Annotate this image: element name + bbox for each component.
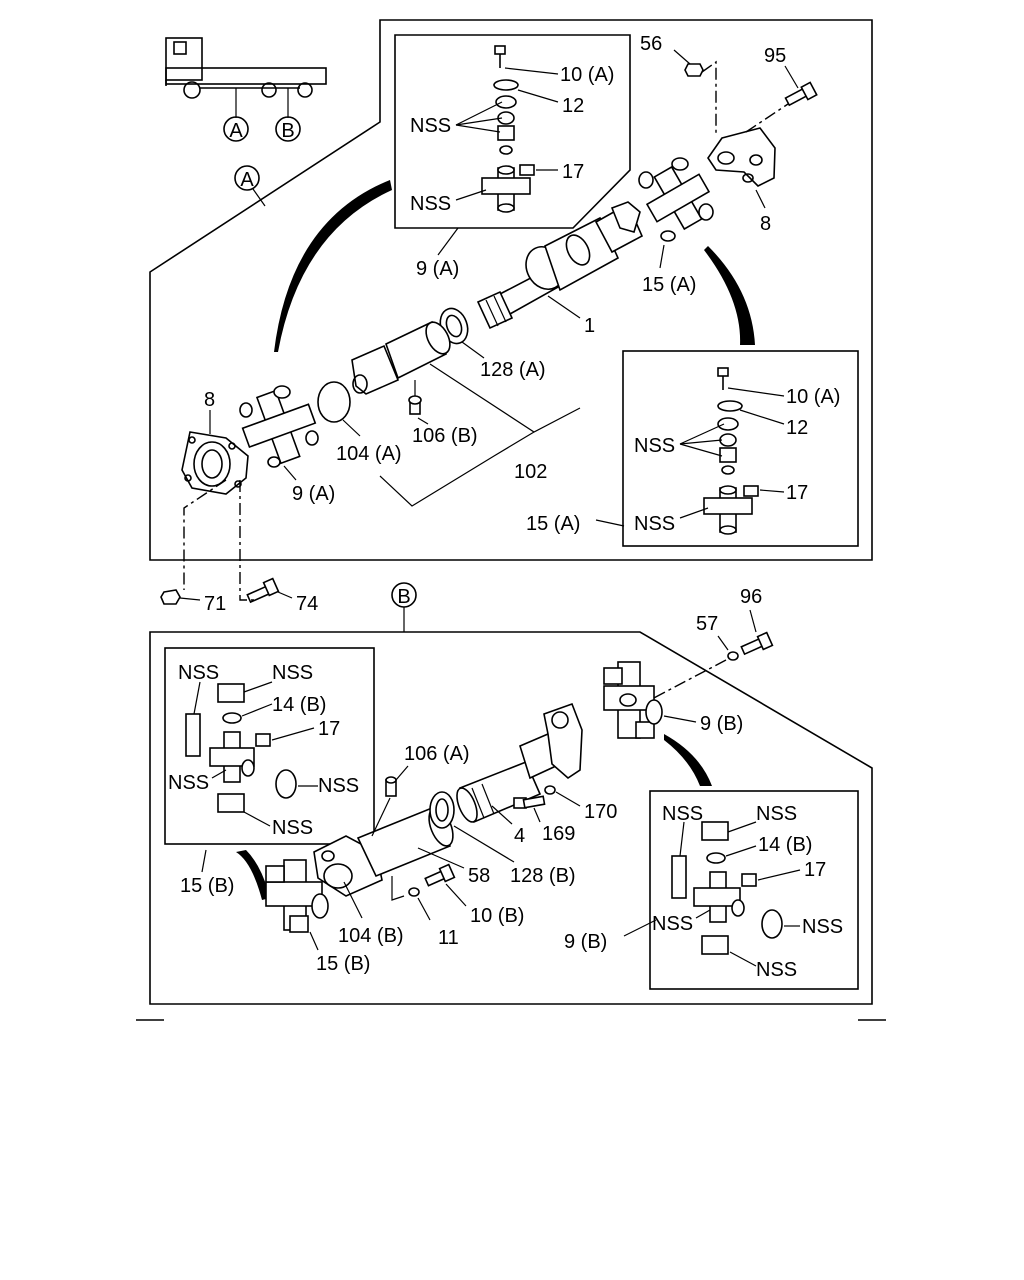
washer-57 [727, 651, 739, 661]
label-8-top: 8 [760, 213, 771, 235]
universal-joint-9b [603, 661, 663, 739]
label-9a-box1-ref: 9 (A) [416, 258, 459, 280]
label-169: 169 [542, 823, 575, 845]
universal-joint-9a-left [239, 385, 319, 468]
bolt-169 [513, 795, 546, 809]
label-nss-box1-1: NSS [410, 115, 451, 137]
label-10a-box1: 10 (A) [560, 64, 614, 86]
universal-joint-9b-exploded [671, 821, 783, 955]
label-9b-b2-ref: 9 (B) [564, 931, 607, 953]
assembly-arc-a-left [274, 180, 392, 352]
bracket-102-lines [379, 363, 581, 507]
assembly-arc-b-right [664, 734, 712, 786]
label-17-b2: 17 [804, 859, 826, 881]
label-56: 56 [640, 33, 662, 55]
seal-128b [429, 791, 455, 829]
label-17-box2: 17 [786, 482, 808, 504]
label-58: 58 [468, 865, 490, 887]
label-106a: 106 (A) [404, 743, 470, 765]
vehicle-callout-a: A [229, 120, 243, 142]
bolt-96 [740, 631, 774, 656]
label-15b-b1-ref: 15 (B) [180, 875, 234, 897]
universal-joint-9a-exploded [481, 45, 535, 213]
section-b-label: B [397, 586, 410, 608]
assembly-arc-a-right [704, 246, 755, 345]
label-128b: 128 (B) [510, 865, 576, 887]
label-106b: 106 (B) [412, 425, 478, 447]
label-17-b1: 17 [318, 718, 340, 740]
label-104a: 104 (A) [336, 443, 402, 465]
vehicle-key-illustration [165, 37, 327, 142]
label-17-box1: 17 [562, 161, 584, 183]
label-nss-b1-1: NSS [178, 662, 219, 684]
grease-fitting-106b [408, 395, 422, 415]
label-1: 1 [584, 315, 595, 337]
label-nss-box2-2: NSS [634, 513, 675, 535]
universal-joint-15a-exploded [703, 367, 759, 535]
grease-fitting-106a [385, 776, 397, 797]
label-nss-box2-1: NSS [634, 435, 675, 457]
bolt-74 [246, 577, 280, 604]
label-8-left: 8 [204, 389, 215, 411]
label-14b-b1: 14 (B) [272, 694, 326, 716]
label-nss-b1-3: NSS [168, 772, 209, 794]
label-71: 71 [204, 593, 226, 615]
section-a-callout-circle [234, 165, 260, 191]
label-9b-top: 9 (B) [700, 713, 743, 735]
label-12-box2: 12 [786, 417, 808, 439]
label-nss-b1-2: NSS [272, 662, 313, 684]
detail-box-b1 [164, 647, 375, 845]
label-170: 170 [584, 801, 617, 823]
label-9a-left: 9 (A) [292, 483, 335, 505]
label-11: 11 [438, 927, 459, 949]
detail-box-b2 [649, 790, 859, 990]
plug-104a [317, 381, 351, 423]
label-nss-box1-2: NSS [410, 193, 451, 215]
label-57: 57 [696, 613, 718, 635]
flange-8-left [181, 431, 249, 495]
washer-170 [544, 785, 556, 795]
spline-shaft-4 [456, 702, 583, 824]
label-nss-b2-2: NSS [756, 803, 797, 825]
section-a-label: A [240, 169, 254, 191]
label-95: 95 [764, 45, 786, 67]
label-128a: 128 (A) [480, 359, 546, 381]
universal-joint-15b [265, 859, 329, 933]
bolt-10b [424, 863, 456, 887]
label-104b: 104 (B) [338, 925, 404, 947]
washer-11 [408, 887, 420, 897]
label-nss-b2-4: NSS [802, 916, 843, 938]
label-15b-bottom: 15 (B) [316, 953, 370, 975]
label-96: 96 [740, 586, 762, 608]
shaft-1 [476, 201, 644, 330]
bolt-95 [784, 81, 818, 107]
label-nss-b1-5: NSS [272, 817, 313, 839]
bracket-8-top [707, 127, 776, 187]
label-4: 4 [514, 825, 525, 847]
slip-yoke-102 [351, 320, 451, 395]
label-nss-b1-4: NSS [318, 775, 359, 797]
nut-71 [160, 589, 181, 605]
section-a-frame [149, 19, 873, 561]
label-14b-b2: 14 (B) [758, 834, 812, 856]
label-102: 102 [514, 461, 547, 483]
label-10b: 10 (B) [470, 905, 524, 927]
label-15a-box2-ref: 15 (A) [526, 513, 580, 535]
label-10a-box2: 10 (A) [786, 386, 840, 408]
nut-56 [684, 63, 704, 77]
section-b-frame [149, 631, 873, 1005]
label-nss-b2-3: NSS [652, 913, 693, 935]
detail-box-a2 [622, 350, 859, 547]
label-nss-b2-1: NSS [662, 803, 703, 825]
label-12-box1: 12 [562, 95, 584, 117]
vehicle-callout-b: B [281, 120, 294, 142]
label-74: 74 [296, 593, 318, 615]
label-nss-b2-5: NSS [756, 959, 797, 981]
universal-joint-15b-exploded [185, 683, 297, 813]
universal-joint-15a [638, 157, 714, 242]
assembly-arc-b-left [236, 850, 270, 900]
label-15a-top: 15 (A) [642, 274, 696, 296]
detail-box-a1 [394, 34, 631, 229]
